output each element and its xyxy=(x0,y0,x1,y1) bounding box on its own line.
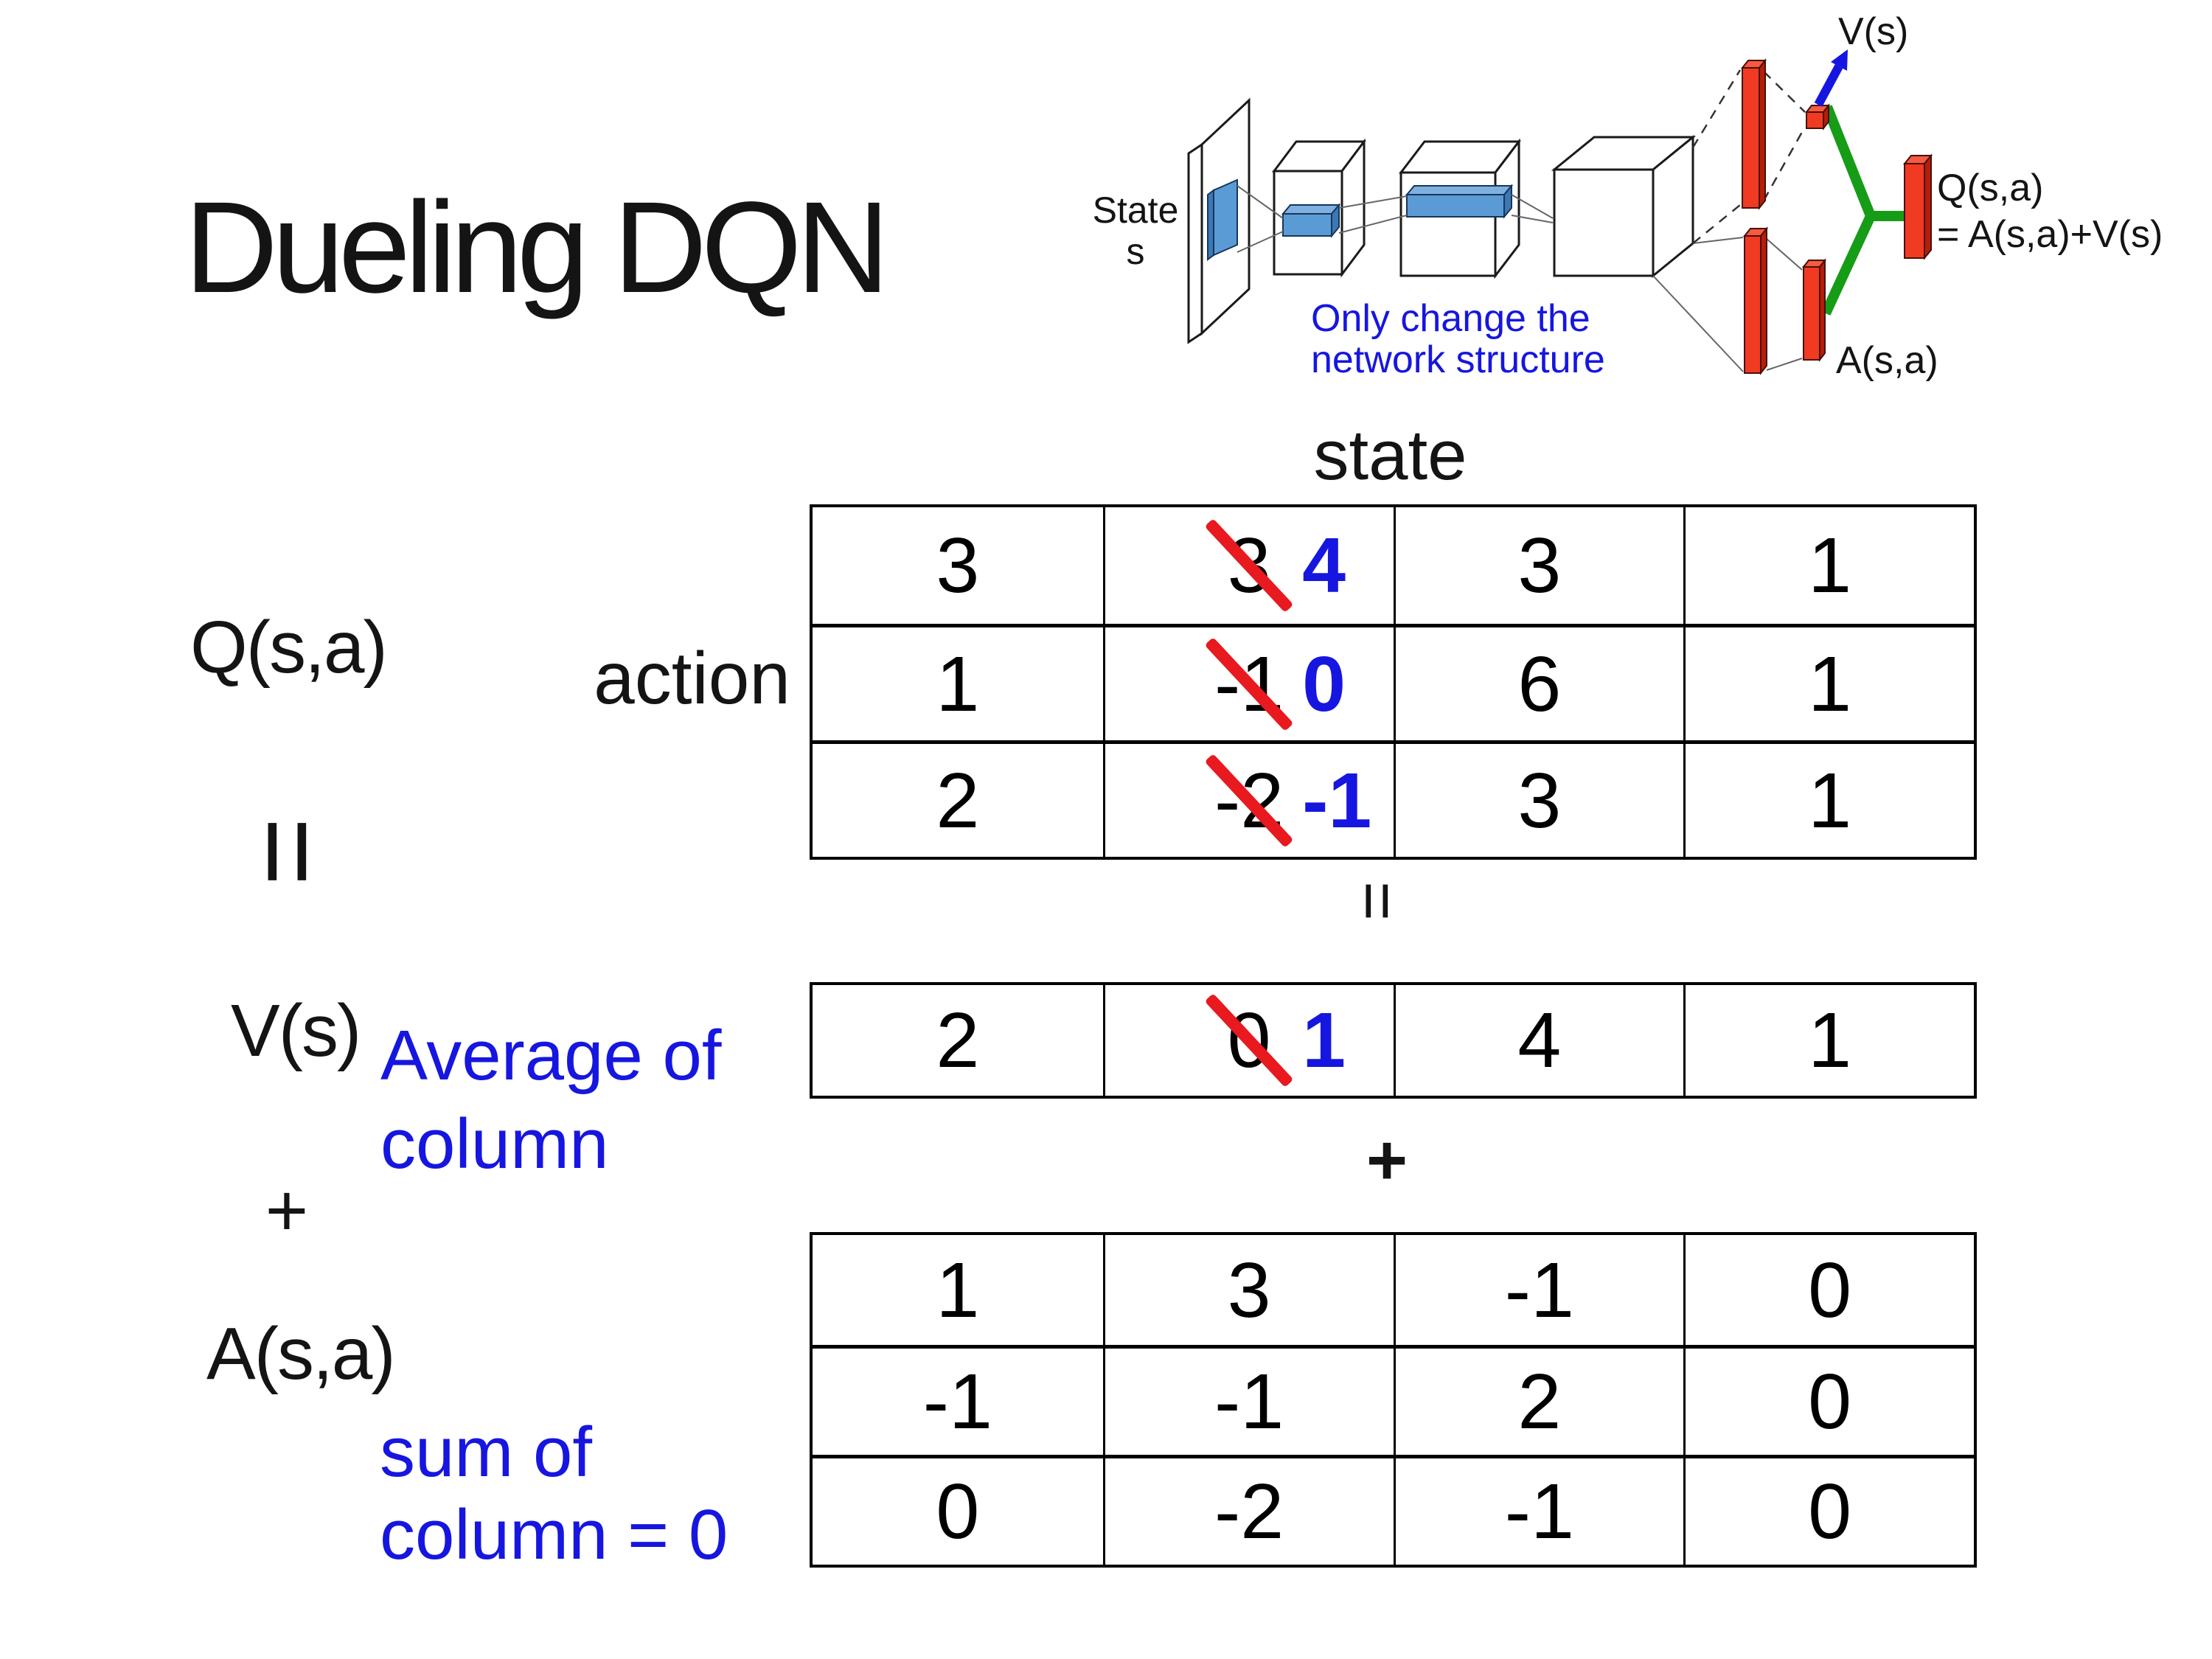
cell-value: 6 xyxy=(1517,640,1562,728)
cell-value: 3 xyxy=(1517,522,1562,609)
cell-value: 0 xyxy=(1808,1468,1852,1555)
q-table-cell: 1 xyxy=(1683,740,1974,857)
cell-value: 3 xyxy=(936,522,980,609)
value-fc-bar xyxy=(1740,58,1767,210)
plus-sign-left: + xyxy=(265,1169,309,1252)
cell-value: 0 xyxy=(1808,1246,1852,1334)
v-arrow-icon xyxy=(1814,49,1848,107)
feature-bar-1 xyxy=(1281,203,1341,238)
a-table-cell: -1 xyxy=(1393,1235,1684,1345)
q-table-cell: 3 xyxy=(1393,740,1684,857)
action-label: action xyxy=(594,637,790,720)
diagram-state-label: State xyxy=(1093,189,1179,231)
cell-value: 1 xyxy=(1808,757,1852,844)
cell-value: 3 xyxy=(1517,757,1562,844)
diagram-a-output-label: A(s,a) xyxy=(1836,339,1938,382)
corrected-value: 0 xyxy=(1302,640,1346,728)
q-table-cell-crossed: 3 4 xyxy=(1102,507,1394,624)
q-table-cell: 1 xyxy=(1683,507,1974,624)
a-table-cell: -1 xyxy=(1393,1455,1684,1565)
v-scalar-node xyxy=(1804,103,1831,131)
value-stream-dashed-links xyxy=(1691,69,1806,244)
cell-value: 4 xyxy=(1517,997,1562,1084)
q-function-label: Q(s,a) xyxy=(190,606,388,689)
a-table-cell: -1 xyxy=(1102,1345,1394,1455)
cell-value: 0 xyxy=(936,1468,980,1555)
cell-value: 2 xyxy=(936,757,980,844)
q-table-cell: 3 xyxy=(813,507,1103,624)
q-table-cell: 1 xyxy=(1683,624,1974,740)
cell-value: 0 xyxy=(1808,1358,1852,1445)
input-feature-wedge xyxy=(1207,178,1238,261)
q-table-cell-crossed: -2 -1 xyxy=(1102,740,1394,857)
input-plane xyxy=(1187,97,1251,344)
v-table-cell: 2 xyxy=(813,985,1103,1096)
a-table-cell: 0 xyxy=(1683,1235,1974,1345)
green-merge-connector xyxy=(1820,105,1905,316)
a-function-label: A(s,a) xyxy=(206,1312,396,1395)
corrected-value: 4 xyxy=(1302,522,1346,609)
q-table-cell: 6 xyxy=(1393,624,1684,740)
cell-value: 3 xyxy=(1227,1246,1271,1334)
cell-value: 1 xyxy=(936,640,980,728)
a-table-cell: 0 xyxy=(813,1455,1103,1565)
cell-value: 1 xyxy=(936,1246,980,1334)
a-table-cell: 1 xyxy=(813,1235,1103,1345)
advantage-fc-bar xyxy=(1742,226,1769,375)
cell-value: -1 xyxy=(922,1358,992,1445)
diagram-note-line1: Only change the xyxy=(1311,297,1590,340)
a-table-cell: 3 xyxy=(1102,1235,1394,1345)
sum-note-line1: sum of xyxy=(380,1413,593,1492)
sum-note-line2: column = 0 xyxy=(380,1495,728,1575)
equals-sign-left: = xyxy=(223,817,355,886)
sum-of-column-note: sum of column = 0 xyxy=(380,1411,728,1577)
diagram-note-line2: network structure xyxy=(1311,338,1605,381)
cell-value: 1 xyxy=(1808,997,1852,1084)
state-header-label: state xyxy=(1313,416,1467,495)
v-table-cell: 4 xyxy=(1393,985,1684,1096)
a-table-cell: 2 xyxy=(1393,1345,1684,1455)
cell-value: -1 xyxy=(1214,1358,1284,1445)
q-table-cell: 2 xyxy=(813,740,1103,857)
cell-value: -1 xyxy=(1504,1468,1574,1555)
slide-title: Dueling DQN xyxy=(184,175,890,320)
diagram-v-output-label: V(s) xyxy=(1838,10,1908,53)
q-table-cell: 1 xyxy=(813,624,1103,740)
cell-value: 1 xyxy=(1808,640,1852,728)
q-output-bar xyxy=(1902,153,1933,260)
q-table-cell: 3 xyxy=(1393,507,1684,624)
v-table-cell-crossed: 0 1 xyxy=(1102,985,1394,1096)
average-note-line2: column xyxy=(380,1105,609,1183)
advantage-output-bar xyxy=(1801,258,1827,362)
a-value-table: 1 3 -1 0 -1 -1 2 0 0 -2 -1 0 xyxy=(810,1232,1977,1568)
diagram-state-s-label: s xyxy=(1127,231,1145,272)
cell-value: -1 xyxy=(1504,1246,1574,1334)
cell-value: -2 xyxy=(1214,1468,1284,1555)
diagram-q-output-label-line1: Q(s,a) xyxy=(1937,167,2043,209)
average-of-column-note: Average of column xyxy=(380,1012,722,1189)
connection-fan-lines xyxy=(1237,185,1803,372)
a-table-cell: -1 xyxy=(813,1345,1103,1455)
network-diagram: State s Only change the network structur… xyxy=(1093,10,2163,382)
conv-box-3 xyxy=(1551,134,1697,279)
corrected-value: 1 xyxy=(1302,997,1346,1084)
a-table-cell: 0 xyxy=(1683,1455,1974,1565)
cell-value: 2 xyxy=(1517,1358,1562,1445)
v-value-table: 2 0 1 4 1 xyxy=(810,982,1977,1099)
cell-value: 1 xyxy=(1808,522,1852,609)
corrected-value: -1 xyxy=(1302,757,1372,844)
diagram-q-output-label-line2: = A(s,a)+V(s) xyxy=(1937,213,2163,256)
v-function-label: V(s) xyxy=(231,990,361,1072)
q-table-cell-crossed: -1 0 xyxy=(1102,624,1394,740)
q-value-table: 3 3 4 3 1 1 -1 0 6 1 2 -2 -1 3 1 xyxy=(810,504,1977,860)
average-note-line1: Average of xyxy=(380,1016,722,1095)
v-table-cell: 1 xyxy=(1683,985,1974,1096)
feature-bar-2 xyxy=(1405,184,1514,219)
a-table-cell: 0 xyxy=(1683,1345,1974,1455)
a-table-cell: -2 xyxy=(1102,1455,1394,1565)
plus-sign-middle: + xyxy=(1366,1121,1408,1200)
cell-value: 2 xyxy=(936,997,980,1084)
